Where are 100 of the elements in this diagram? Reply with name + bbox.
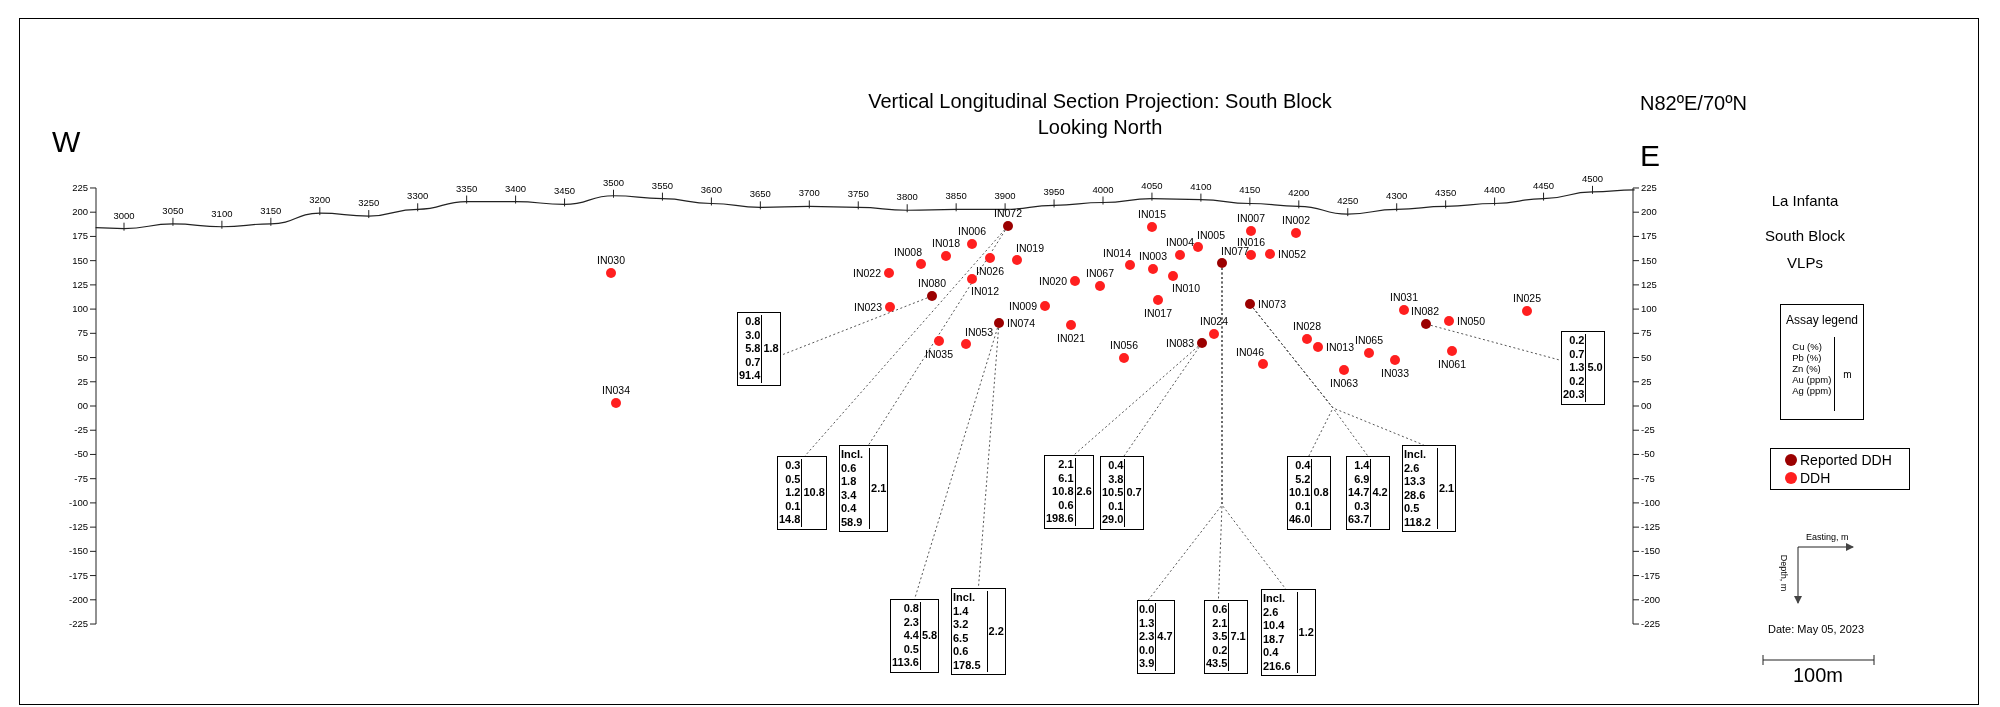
depth-tick-label: 75 [76,327,88,339]
axis-label: Depth, m [1779,554,1790,592]
hole-label: IN022 [852,267,881,279]
assay-value: 0.4 [1108,459,1124,473]
hole-label: IN012 [971,285,1000,297]
interval-length: 5.8 [920,629,938,643]
assay-value: 14.8 [779,513,801,527]
easting-tick-label: 4500 [1581,172,1604,184]
depth-tick-label: 200 [71,206,88,218]
hole-label: IN053 [965,326,994,338]
assay-box [1346,456,1390,530]
assay-box [1561,331,1605,405]
hole-label: IN002 [1282,214,1310,226]
hole-label: IN080 [918,277,946,289]
assay-value: 0.7 [1569,347,1585,361]
assay-value: 1.4 [1354,459,1370,473]
assay-value: 0.4 [841,502,857,516]
easting-tick-label: 3150 [260,204,282,216]
leader-line [780,297,928,356]
assay-value: 20.3 [1563,388,1585,402]
assay-value: 0.5 [903,642,919,656]
assay-value: 113.6 [892,656,919,670]
assay-value: 0.6 [1212,603,1228,617]
assay-box [1137,600,1175,674]
easting-tick-label: 3600 [700,184,722,196]
assay-value: 0.8 [903,602,919,616]
leader-line [868,229,1006,446]
easting-tick-label: 3700 [798,187,820,199]
easting-tick-label: 3350 [456,182,478,194]
assay-value: 1.4 [953,604,969,618]
easting-tick-label: 3000 [113,209,135,221]
interval-length: 4.7 [1156,630,1173,644]
hole-label: IN067 [1086,267,1114,279]
assay-value: 4.4 [903,629,919,643]
hole-label: IN019 [1016,242,1045,254]
depth-tick-label: 225 [71,181,88,193]
depth-tick-label: 100 [71,303,88,315]
depth-tick-label: 25 [76,375,88,387]
easting-tick-label: 3450 [554,185,576,197]
include-label: Incl. [953,591,975,605]
hole-label: IN061 [1438,358,1466,370]
depth-tick-label: -200 [1641,593,1660,605]
assay-value: 3.0 [745,328,761,342]
hole-label: IN025 [1513,292,1541,304]
easting-tick-label: 3400 [505,182,527,194]
depth-tick-label: 175 [71,230,88,242]
depth-tick-label: -175 [68,569,88,581]
interval-length: 2.6 [1075,485,1092,499]
hole-label: IN006 [958,225,986,237]
interval-length: 0.7 [1125,486,1142,500]
assay-value: 0.2 [1569,374,1585,388]
depth-tick-label: -225 [1641,618,1660,629]
interval-length: 0.8 [1312,486,1329,500]
easting-tick-label: 3550 [651,179,673,191]
leader-line [1221,267,1287,590]
hole-label: IN082 [1411,305,1440,317]
assay-value: 0.1 [1295,499,1311,513]
hole-label: IN005 [1197,229,1226,241]
depth-tick-label: -125 [1641,521,1660,533]
assay-value: 18.7 [1263,632,1285,646]
assay-value: 198.6 [1046,512,1074,526]
hole-label: IN050 [1457,315,1486,327]
project-label: La Infanta [1770,191,1840,211]
interval-length: 4.2 [1371,486,1388,500]
easting-tick-label: 4100 [1190,180,1212,192]
depth-tick-label: -125 [68,521,88,533]
assay-value: 0.6 [1058,498,1074,512]
hole-label: IN026 [976,265,1004,277]
axis-label: Easting, m [1806,532,1849,542]
depth-tick-label: 225 [1641,181,1657,193]
assay-legend-box [1780,304,1864,420]
assay-value: 14.7 [1348,486,1370,500]
depth-tick-label: -50 [1641,448,1655,460]
depth-tick-label: -100 [68,496,88,508]
legend-item: Ag (ppm) [1792,385,1832,396]
depth-tick-label: 00 [1641,400,1652,411]
hole-label: IN013 [1326,341,1355,353]
interval-length: 2.1 [1437,481,1455,496]
title: Vertical Longitudinal Section Projection: South Block Looking North [867,89,1333,140]
depth-tick-label: 125 [1641,278,1657,290]
project-label: South Block [1763,226,1846,246]
assay-box [1044,455,1094,529]
interval-length: 10.8 [802,486,825,500]
hole-label: IN009 [1008,300,1037,312]
depth-tick-label: 150 [1641,254,1657,266]
assay-value: 0.7 [745,355,761,369]
hole-label: IN020 [1038,275,1067,287]
depth-tick-label: -75 [1641,472,1655,484]
leader-line [1430,324,1562,361]
include-label: Incl. [1263,592,1285,606]
assay-value: 178.5 [953,658,981,672]
assay-box [1287,456,1331,530]
legend-label: Reported DDH [1800,451,1892,469]
hole-label: IN004 [1166,236,1194,248]
assay-value: 2.6 [1263,605,1279,619]
easting-tick-label: 4450 [1533,179,1555,191]
assay-value: 1.3 [1139,616,1155,630]
assay-value: 28.6 [1404,488,1426,502]
hole-label: IN023 [853,301,882,313]
easting-tick-label: 3050 [162,204,184,216]
